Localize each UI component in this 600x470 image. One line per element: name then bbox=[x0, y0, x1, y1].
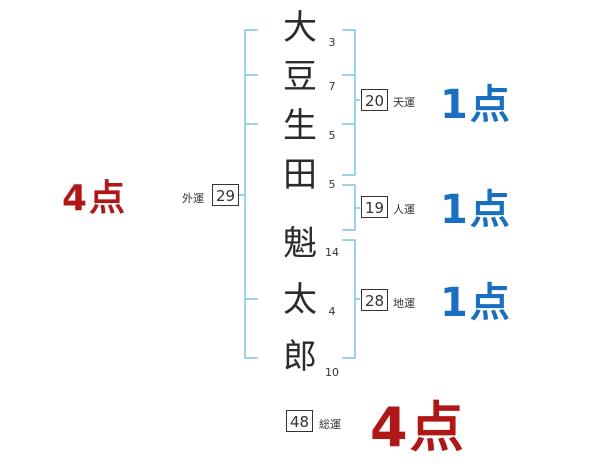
person-fortune-label: 人運 bbox=[393, 203, 415, 216]
name-char-5: 魁 bbox=[283, 224, 317, 264]
total-fortune-value: 48 bbox=[286, 410, 313, 432]
outer-fortune-bracket bbox=[238, 29, 258, 359]
name-char-7: 郎 bbox=[283, 337, 317, 377]
outer-fortune-label: 外運 bbox=[182, 192, 204, 205]
earth-fortune-label: 地運 bbox=[393, 297, 415, 310]
stroke-count-3: 5 bbox=[328, 129, 336, 142]
person-fortune-bracket bbox=[342, 184, 360, 231]
stroke-count-7: 10 bbox=[325, 366, 339, 379]
person-fortune-value: 19 bbox=[361, 196, 388, 218]
stroke-count-5: 14 bbox=[325, 246, 339, 259]
person-fortune-score: 1点 bbox=[440, 187, 512, 233]
heaven-fortune-score: 1点 bbox=[440, 82, 512, 128]
stroke-count-1: 3 bbox=[328, 36, 336, 49]
earth-fortune-bracket bbox=[342, 239, 360, 359]
name-char-2: 豆 bbox=[283, 57, 317, 97]
earth-fortune-score: 1点 bbox=[440, 280, 512, 326]
name-char-6: 太 bbox=[283, 280, 317, 320]
outer-fortune-value: 29 bbox=[212, 184, 239, 206]
earth-fortune-value: 28 bbox=[361, 289, 388, 311]
name-char-1: 大 bbox=[283, 8, 317, 48]
stroke-count-4: 5 bbox=[328, 178, 336, 191]
name-char-3: 生 bbox=[283, 106, 317, 146]
total-fortune-score: 4点 bbox=[370, 396, 466, 459]
stroke-count-6: 4 bbox=[328, 305, 336, 318]
heaven-fortune-label: 天運 bbox=[393, 96, 415, 109]
total-fortune-label: 総運 bbox=[319, 418, 341, 431]
stroke-count-2: 7 bbox=[328, 80, 336, 93]
outer-fortune-score: 4点 bbox=[62, 178, 128, 219]
heaven-fortune-value: 20 bbox=[361, 89, 388, 111]
heaven-fortune-bracket bbox=[342, 29, 360, 176]
name-char-4: 田 bbox=[283, 155, 317, 195]
